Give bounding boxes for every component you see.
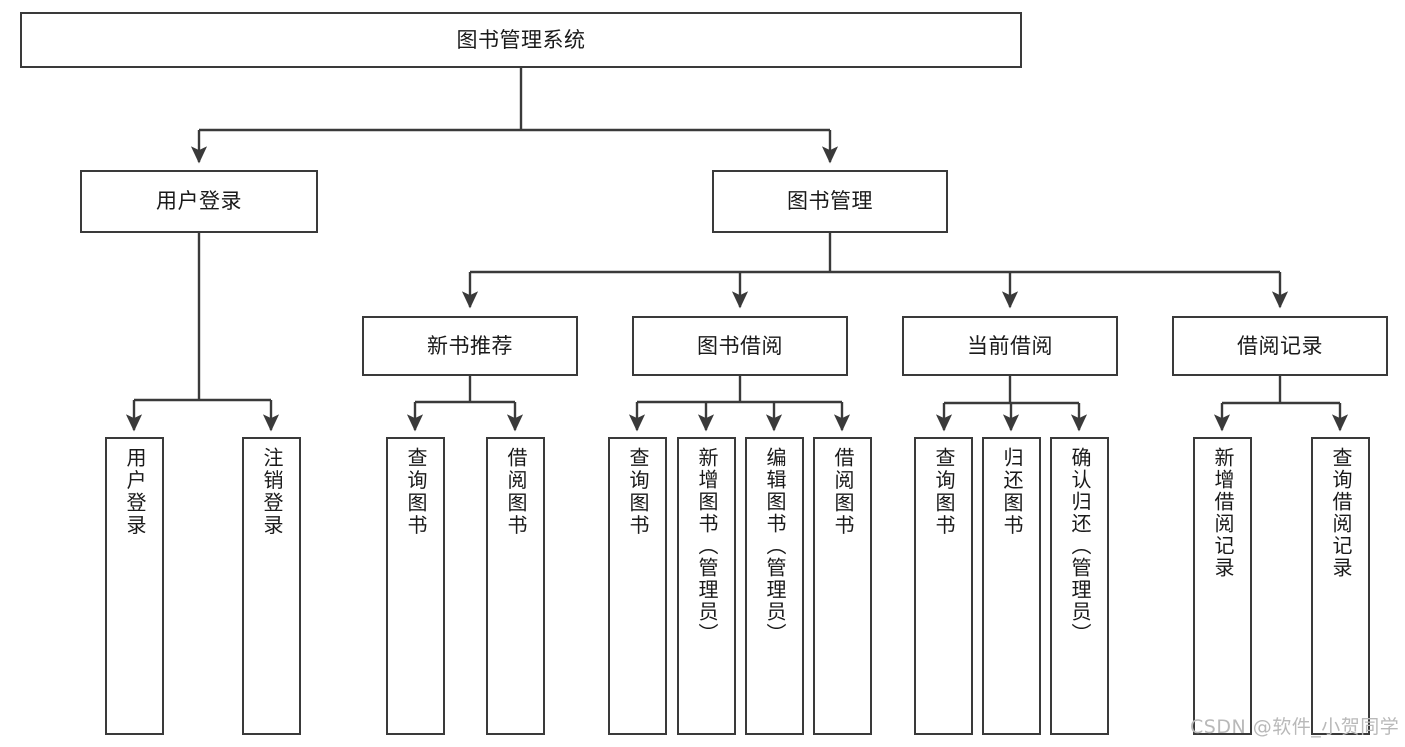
leaf-user-login-login[interactable]: 用户登录 (105, 437, 164, 735)
node-label: 新书推荐 (427, 333, 513, 358)
node-label: 图书借阅 (697, 333, 783, 358)
node-label: 归还图书 (1000, 447, 1024, 537)
leaf-book-borrow-edit[interactable]: 编辑图书（管理员） (745, 437, 804, 735)
watermark-text: CSDN @软件_小贺同学 (1190, 716, 1400, 738)
node-label: 借阅图书 (831, 447, 855, 537)
node-current-borrow[interactable]: 当前借阅 (902, 316, 1118, 376)
leaf-current-borrow-return[interactable]: 归还图书 (982, 437, 1041, 735)
node-label: 确认归还（管理员） (1068, 447, 1092, 645)
node-label: 查询图书 (932, 447, 956, 537)
leaf-new-book-query[interactable]: 查询图书 (386, 437, 445, 735)
node-label: 图书管理系统 (456, 27, 586, 52)
node-label: 当前借阅 (967, 333, 1053, 358)
leaf-borrow-record-add[interactable]: 新增借阅记录 (1193, 437, 1252, 735)
leaf-book-borrow-query[interactable]: 查询图书 (608, 437, 667, 735)
leaf-book-borrow-add[interactable]: 新增图书（管理员） (677, 437, 736, 735)
node-label: 编辑图书（管理员） (763, 447, 787, 645)
leaf-current-borrow-query[interactable]: 查询图书 (914, 437, 973, 735)
node-user-login[interactable]: 用户登录 (80, 170, 318, 233)
node-book-management[interactable]: 图书管理 (712, 170, 948, 233)
node-label: 注销登录 (260, 447, 284, 537)
node-label: 用户登录 (156, 189, 242, 214)
node-book-borrow[interactable]: 图书借阅 (632, 316, 848, 376)
node-label: 用户登录 (123, 447, 147, 537)
leaf-user-login-logout[interactable]: 注销登录 (242, 437, 301, 735)
node-label: 新增借阅记录 (1211, 447, 1235, 579)
node-label: 借阅图书 (504, 447, 528, 537)
node-label: 新增图书（管理员） (695, 447, 719, 645)
node-label: 查询借阅记录 (1329, 447, 1353, 579)
node-root-system[interactable]: 图书管理系统 (20, 12, 1022, 68)
node-label: 查询图书 (404, 447, 428, 537)
leaf-borrow-record-query[interactable]: 查询借阅记录 (1311, 437, 1370, 735)
node-label: 图书管理 (787, 189, 873, 214)
node-borrow-record[interactable]: 借阅记录 (1172, 316, 1388, 376)
leaf-current-borrow-confirm-return[interactable]: 确认归还（管理员） (1050, 437, 1109, 735)
node-new-book-recommend[interactable]: 新书推荐 (362, 316, 578, 376)
leaf-new-book-borrow[interactable]: 借阅图书 (486, 437, 545, 735)
node-label: 查询图书 (626, 447, 650, 537)
node-label: 借阅记录 (1237, 333, 1323, 358)
leaf-book-borrow-borrow[interactable]: 借阅图书 (813, 437, 872, 735)
